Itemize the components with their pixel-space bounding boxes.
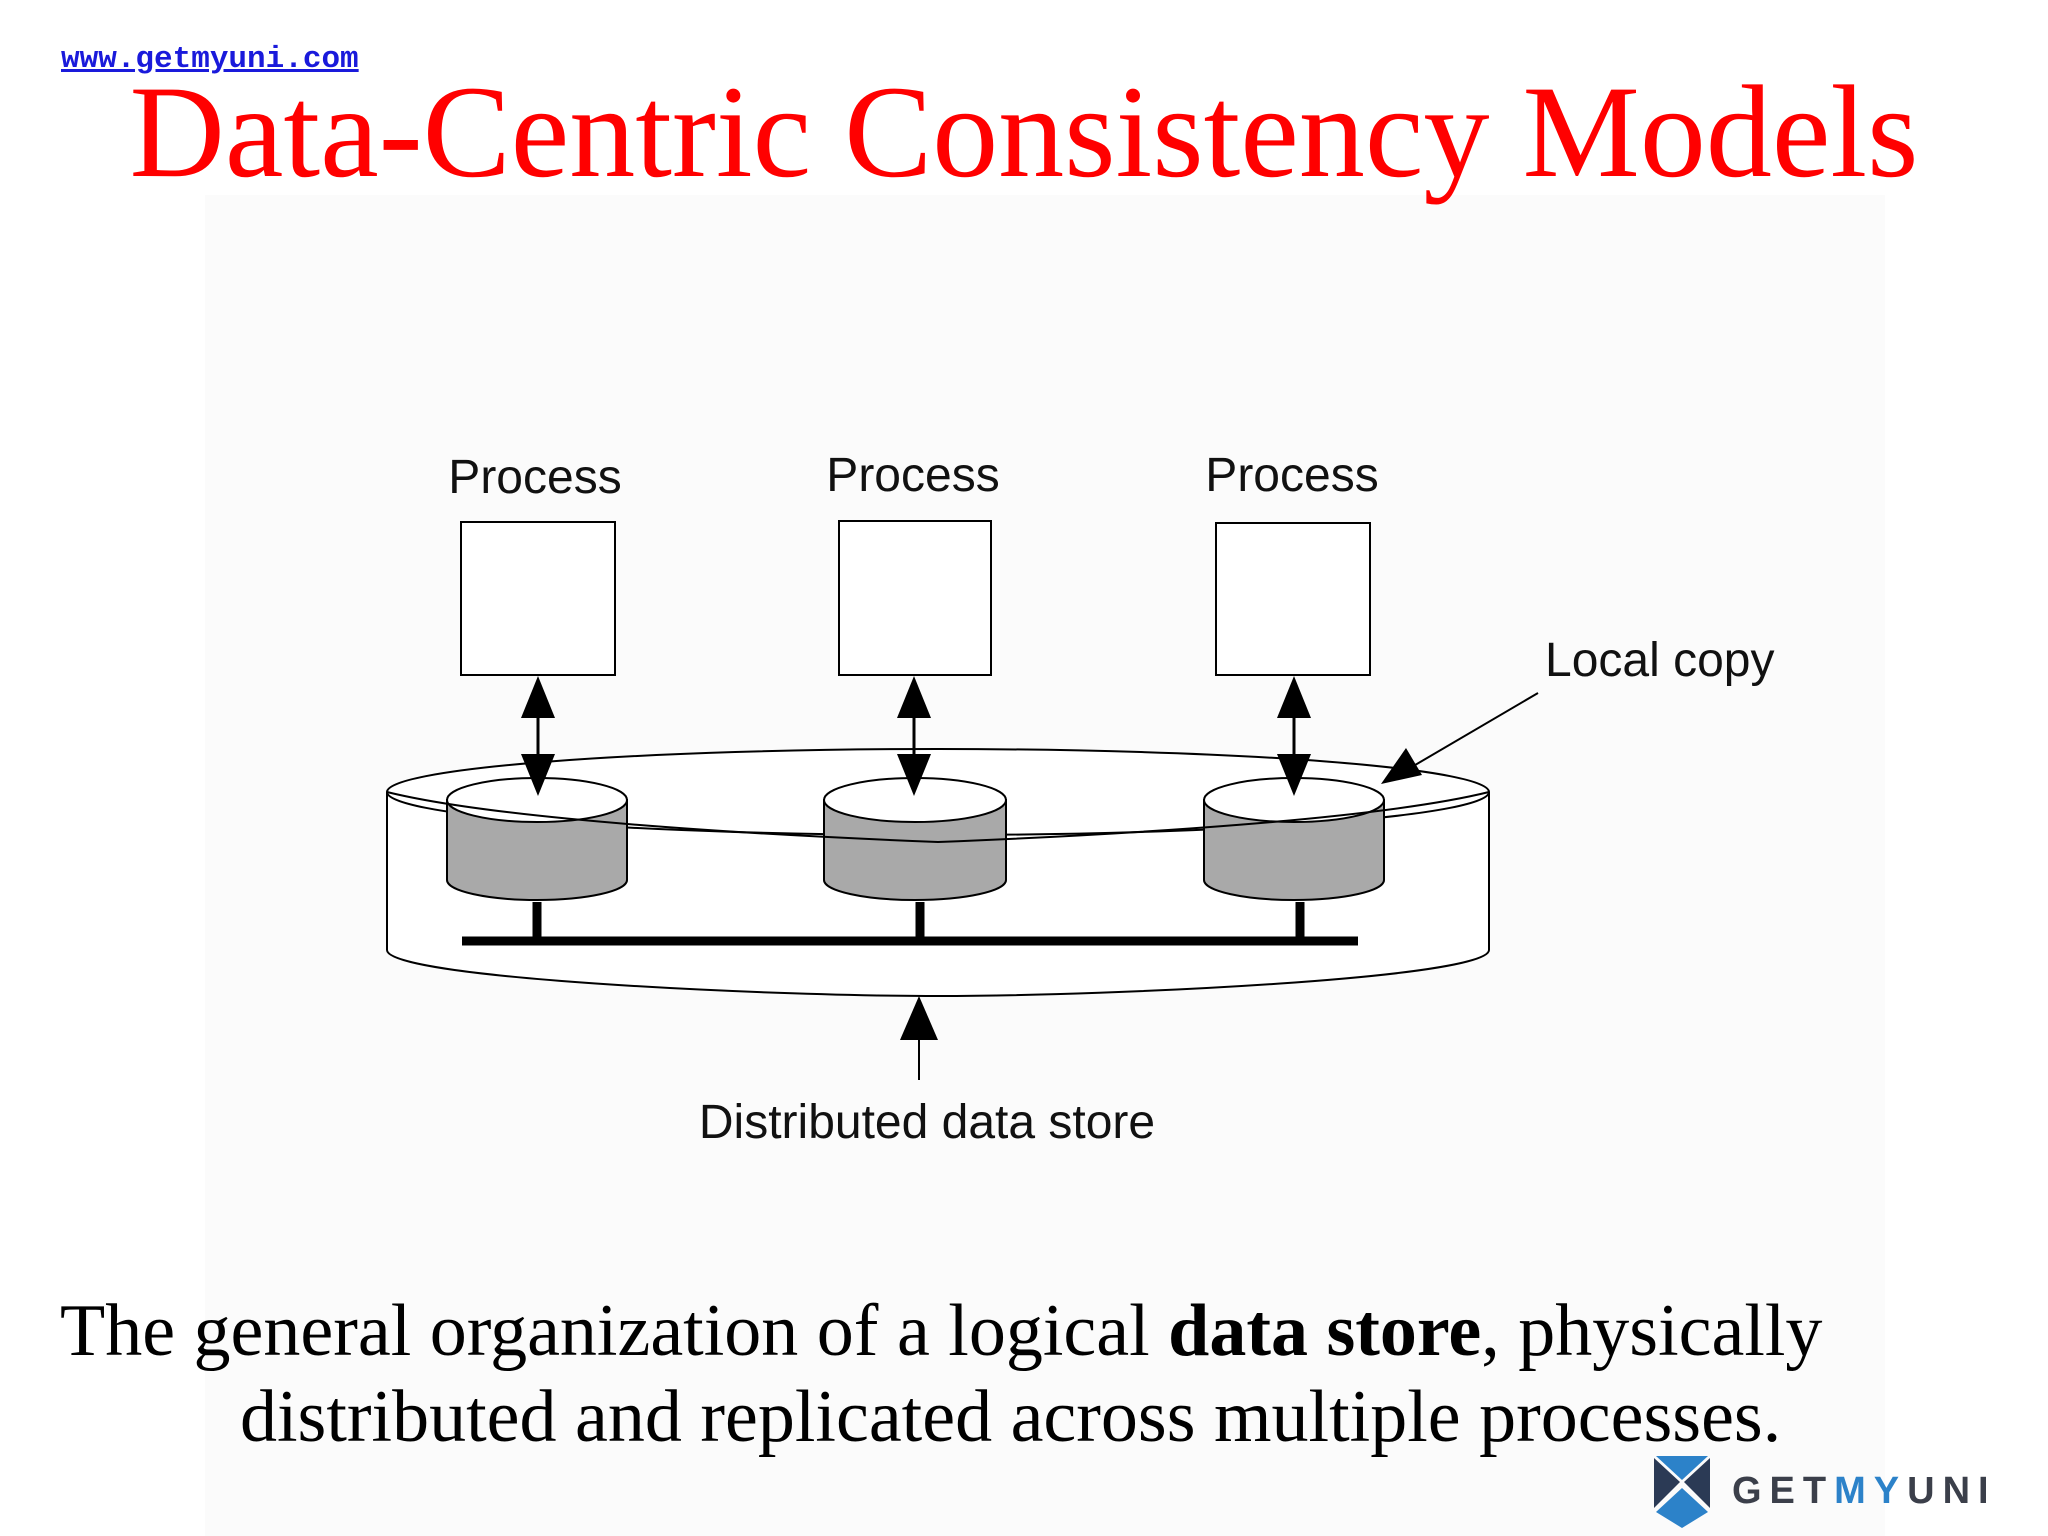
- getmyuni-logo-text: GETMYUNI: [1732, 1469, 1997, 1512]
- local-copy-label: Local copy: [1545, 634, 1774, 687]
- process-box-2: [838, 520, 992, 676]
- process-box-3: [1215, 522, 1371, 676]
- slide-caption: The general organization of a logical da…: [60, 1288, 1990, 1460]
- double-arrow-1: [521, 676, 555, 796]
- caption-text-line2: distributed and replicated across multip…: [240, 1376, 1782, 1458]
- process-box-1: [460, 521, 616, 676]
- process-label-2: Process: [826, 449, 999, 502]
- getmyuni-logo: GETMYUNI: [1650, 1452, 2010, 1530]
- getmyuni-logo-icon: [1654, 1456, 1710, 1528]
- local-copy-cylinder-2: [823, 777, 1007, 901]
- data-store-pointer: [900, 996, 938, 1080]
- local-copy-cylinder-3: [1203, 777, 1385, 901]
- caption-bold-term: data store: [1168, 1290, 1482, 1372]
- process-label-1: Process: [448, 451, 621, 504]
- local-copy-cylinder-1: [446, 777, 628, 901]
- caption-text-part1: The general organization of a logical: [60, 1290, 1169, 1372]
- site-link[interactable]: www.getmyuni.com: [61, 42, 359, 77]
- data-store-label: Distributed data store: [699, 1096, 1155, 1149]
- double-arrow-3: [1277, 676, 1311, 796]
- double-arrow-2: [897, 676, 931, 796]
- process-label-3: Process: [1205, 449, 1378, 502]
- slide-title: Data-Centric Consistency Models: [129, 58, 1919, 205]
- local-copy-pointer: [1381, 692, 1539, 784]
- caption-text-part2: , physically: [1481, 1290, 1823, 1372]
- network-bus: [462, 902, 1358, 946]
- data-store-front-rim: [386, 791, 1490, 844]
